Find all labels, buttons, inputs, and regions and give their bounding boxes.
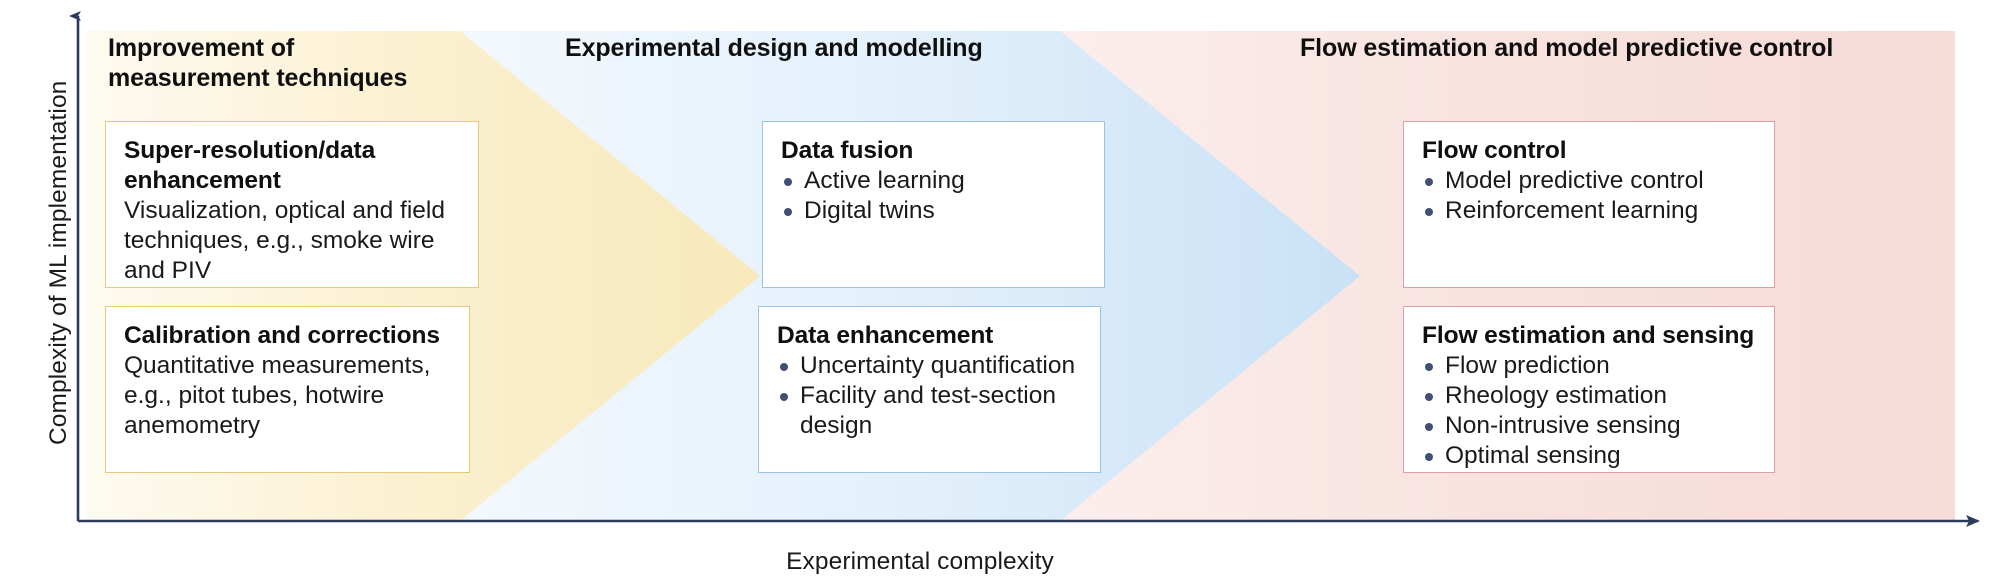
list-item: Digital twins (781, 196, 1088, 226)
section-heading-flow-estimation: Flow estimation and model predictive con… (1300, 34, 1834, 62)
list-item-label: Optimal sensing (1445, 442, 1621, 469)
bullet-dot (780, 363, 788, 371)
list-item: Reinforcement learning (1422, 196, 1758, 226)
list-item-label: Model predictive control (1445, 167, 1704, 194)
list-item-label: Rheology estimation (1445, 382, 1667, 409)
list-item: Non-intrusive sensing (1422, 411, 1758, 441)
list-item: Uncertainty quantification (777, 351, 1084, 381)
list-item-label: Facility and test-section design (800, 382, 1056, 439)
list-item-label: Active learning (804, 167, 965, 194)
list-item: Flow prediction (1422, 351, 1758, 381)
card-bullet-list: Active learning Digital twins (781, 166, 1088, 226)
bullet-dot (1425, 208, 1433, 216)
list-item: Facility and test-section design (777, 381, 1084, 441)
list-item-label: Reinforcement learning (1445, 197, 1699, 224)
list-item: Rheology estimation (1422, 381, 1758, 411)
card-data-fusion[interactable]: Data fusion Active learning Digital twin… (762, 121, 1105, 288)
list-item-label: Non-intrusive sensing (1445, 412, 1681, 439)
card-body: Visualization, optical and field techniq… (124, 197, 445, 284)
bullet-dot (1425, 178, 1433, 186)
card-title: Super-resolution/data enhancement (124, 137, 376, 194)
list-item-label: Uncertainty quantification (800, 352, 1076, 379)
card-data-enhancement[interactable]: Data enhancement Uncertainty quantificat… (758, 306, 1101, 473)
list-item-label: Flow prediction (1445, 352, 1610, 379)
card-title: Data enhancement (777, 322, 994, 349)
list-item: Optimal sensing (1422, 441, 1758, 471)
bullet-dot (1425, 453, 1433, 461)
bullet-dot (1425, 363, 1433, 371)
card-flow-estimation-sensing[interactable]: Flow estimation and sensing Flow predict… (1403, 306, 1775, 473)
card-flow-control[interactable]: Flow control Model predictive control Re… (1403, 121, 1775, 288)
card-bullet-list: Model predictive control Reinforcement l… (1422, 166, 1758, 226)
card-title: Flow estimation and sensing (1422, 322, 1755, 349)
bullet-dot (1425, 393, 1433, 401)
section-heading-experimental-design: Experimental design and modelling (565, 34, 983, 62)
bullet-dot (1425, 423, 1433, 431)
bullet-dot (780, 393, 788, 401)
list-item: Model predictive control (1422, 166, 1758, 196)
bullet-dot (784, 178, 792, 186)
card-title: Flow control (1422, 137, 1567, 164)
card-calibration-corrections[interactable]: Calibration and corrections Quantitative… (105, 306, 470, 473)
section-heading-improvement: Improvement of measurement techniques (108, 34, 408, 92)
card-title: Calibration and corrections (124, 322, 440, 349)
card-bullet-list: Flow prediction Rheology estimation Non-… (1422, 351, 1758, 471)
card-bullet-list: Uncertainty quantification Facility and … (777, 351, 1084, 441)
list-item-label: Digital twins (804, 197, 935, 224)
y-axis-label: Complexity of ML implementation (45, 80, 72, 445)
card-super-resolution[interactable]: Super-resolution/data enhancement Visual… (105, 121, 479, 288)
x-axis-label: Experimental complexity (786, 548, 1054, 575)
list-item: Active learning (781, 166, 1088, 196)
bullet-dot (784, 208, 792, 216)
card-body: Quantitative measurements, e.g., pitot t… (124, 352, 431, 439)
card-title: Data fusion (781, 137, 914, 164)
